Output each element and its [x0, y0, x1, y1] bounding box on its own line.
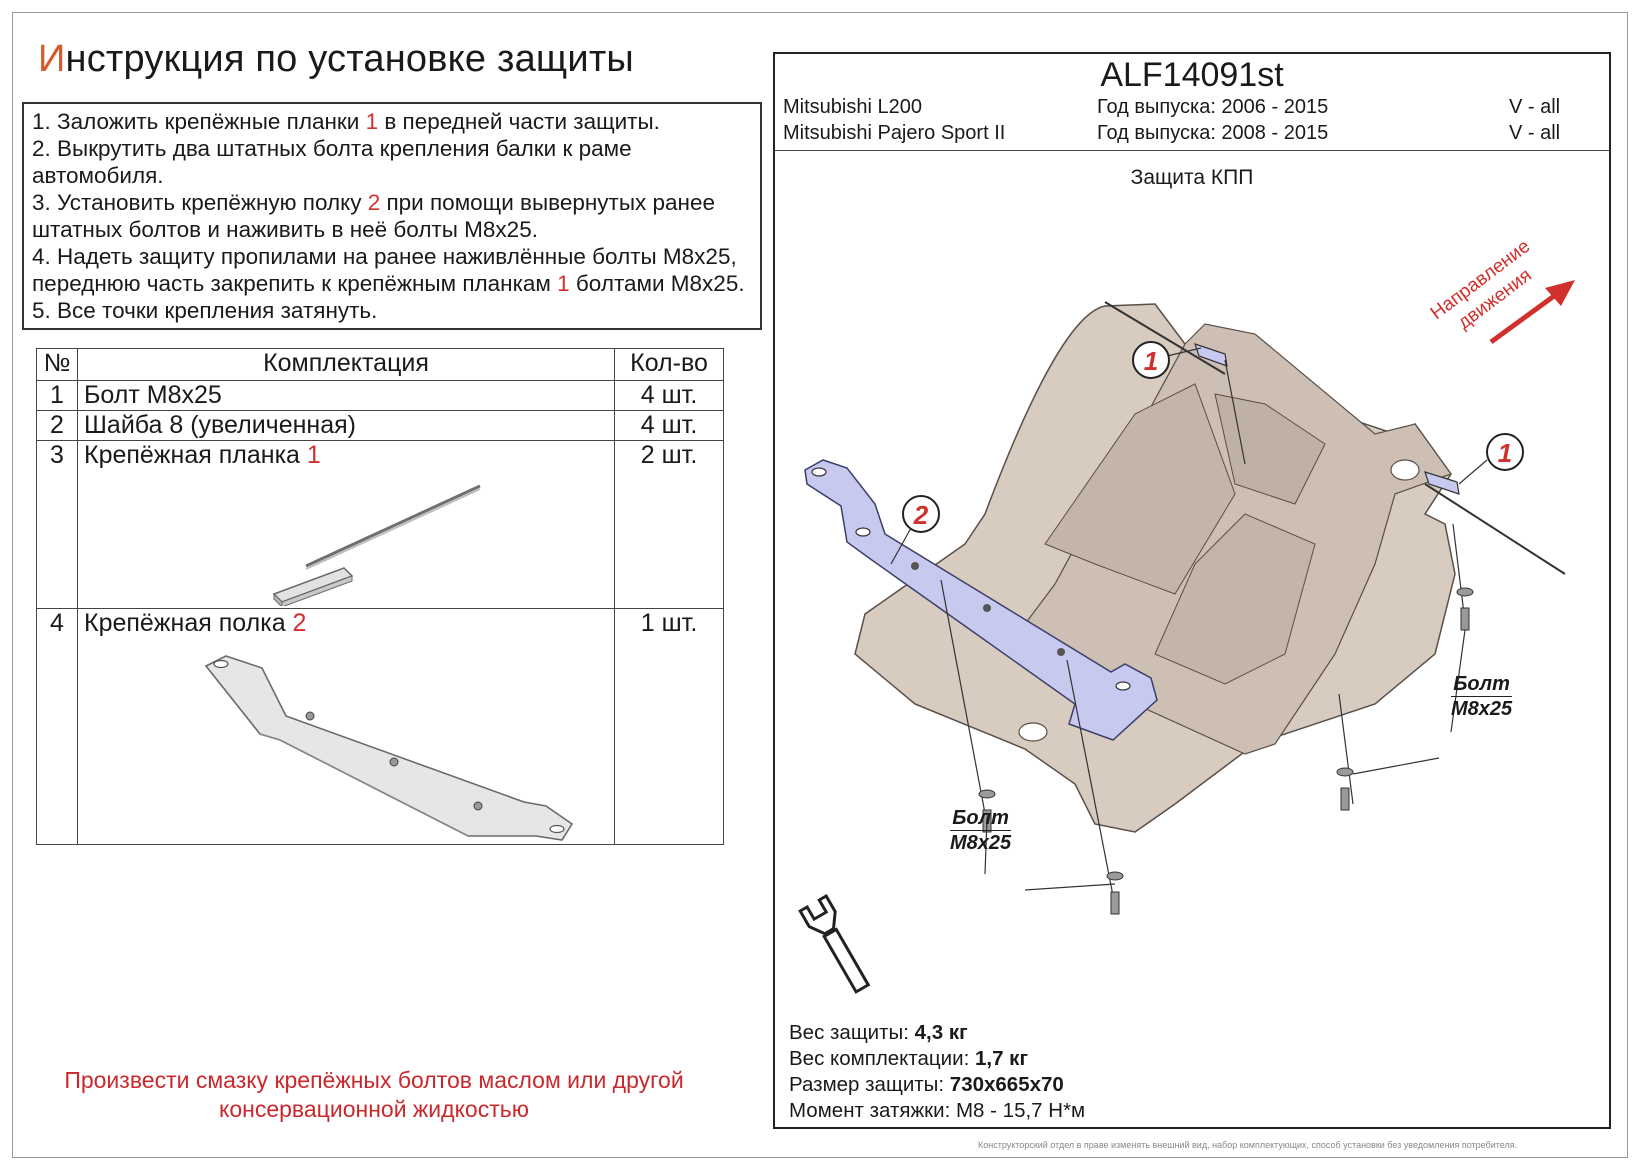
instruction-line: штатных болтов и наживить в неё болты М8… — [32, 216, 752, 243]
instructions-box: 1. Заложить крепёжные планки 1 в передне… — [22, 102, 762, 330]
instruction-text: 4. Надеть защиту пропилами на ранее нажи… — [32, 244, 737, 269]
kit-row: 1 Болт М8х25 4 шт. — [36, 380, 724, 411]
kit-qty: 4 шт. — [614, 410, 724, 441]
bolt-lines — [940, 523, 1466, 907]
instruction-text: переднюю часть закрепить к крепёжным пла… — [32, 271, 558, 296]
svg-text:1: 1 — [1144, 346, 1158, 376]
instruction-line: 5. Все точки крепления затянуть. — [32, 297, 752, 324]
mounting-strip-image — [272, 484, 481, 606]
instruction-text: в передней части защиты. — [378, 109, 660, 134]
vehicle-engine: V - all — [1509, 96, 1561, 118]
title-first-letter: И — [38, 38, 66, 80]
col-qty: Кол-во — [614, 348, 724, 381]
instruction-line: 2. Выкрутить два штатных болта крепления… — [32, 135, 752, 162]
kit-num: 4 — [36, 608, 78, 845]
kit-ref: 2 — [292, 609, 307, 637]
instruction-text: штатных болтов и наживить в неё болты М8… — [32, 217, 538, 242]
callout-1: 1 — [1132, 341, 1170, 379]
callout-1: 1 — [1486, 433, 1524, 471]
instruction-text: 2. Выкрутить два штатных болта крепления… — [32, 136, 632, 161]
kit-num: 3 — [36, 440, 78, 609]
vehicle-model: Mitsubishi L200 — [783, 96, 922, 118]
direction-label: Направление движения — [1427, 236, 1536, 334]
instruction-text: 1. Заложить крепёжные планки — [32, 109, 366, 134]
svg-text:1: 1 — [1498, 438, 1512, 468]
kit-name: Болт М8х25 — [77, 380, 615, 411]
wrench-icon — [798, 893, 871, 994]
spec-size: Размер защиты: 730х665х70 — [789, 1073, 1064, 1096]
kit-table: № Комплектация Кол-во 1 Болт М8х25 4 шт.… — [36, 348, 724, 845]
product-code: ALF14091st — [1100, 56, 1284, 94]
instruction-text: 3. Установить крепёжную полку — [32, 190, 368, 215]
kit-name: Шайба 8 (увеличенная) — [77, 410, 615, 441]
kit-name-cell: Крепёжная планка 1 — [77, 440, 615, 609]
kit-qty: 2 шт. — [614, 440, 724, 609]
instruction-line: 4. Надеть защиту пропилами на ранее нажи… — [32, 243, 752, 270]
warning-line: консервационной жидкостью — [219, 1096, 529, 1122]
product-box: ALF14091st Mitsubishi L200 Год выпуска: … — [773, 52, 1611, 1129]
vehicle-engine: V - all — [1509, 122, 1561, 144]
col-name: Комплектация — [77, 348, 615, 381]
instruction-text: болтами М8х25. — [569, 271, 745, 296]
part-name: Защита КПП — [1130, 166, 1254, 189]
vehicle-model: Mitsubishi Pajero Sport II — [783, 122, 1006, 144]
lubrication-warning: Произвести смазку крепёжных болтов масло… — [40, 1066, 708, 1124]
callout-leaders — [890, 347, 1488, 891]
col-num: № — [36, 348, 78, 381]
kit-name-cell: Крепёжная полка 2 — [77, 608, 615, 845]
title-rest: нструкция по установке защиты — [65, 38, 634, 80]
mounting-strip — [1424, 471, 1566, 575]
instruction-line: 3. Установить крепёжную полку 2 при помо… — [32, 189, 752, 216]
kit-table-header: № Комплектация Кол-во — [36, 348, 724, 381]
callout-2: 2 — [902, 495, 940, 533]
mounting-strip — [1104, 301, 1246, 465]
spec-torque: Момент затяжки: М8 - 15,7 Н*м — [789, 1099, 1086, 1122]
page-frame — [12, 12, 1628, 1158]
instruction-text: автомобиля. — [32, 163, 164, 188]
bolt-label-right: Болт М8х25 — [1451, 673, 1513, 720]
kit-num: 2 — [36, 410, 78, 441]
kit-name: Крепёжная планка — [84, 441, 307, 469]
kit-row: 3 Крепёжная планка 1 2 шт. — [36, 440, 724, 609]
kit-qty: 1 шт. — [614, 608, 724, 845]
mounting-bracket-image — [204, 655, 574, 841]
part-ref: 1 — [365, 109, 379, 134]
kit-ref: 1 — [306, 441, 321, 469]
specs-block: Вес защиты: 4,3 кг Вес комплектации: 1,7… — [789, 1020, 1085, 1124]
instruction-line: автомобиля. — [32, 162, 752, 189]
kit-row: 4 Крепёжная полка 2 1 шт. — [36, 608, 724, 845]
skid-plate-shape — [854, 303, 1456, 833]
vehicle-years: Год выпуска: 2006 - 2015 — [1097, 96, 1329, 118]
vehicle-years: Год выпуска: 2008 - 2015 — [1097, 122, 1329, 144]
instruction-text: 5. Все точки крепления затянуть. — [32, 298, 378, 323]
spec-kit-weight: Вес комплектации: 1,7 кг — [789, 1047, 1028, 1070]
part-ref: 2 — [367, 190, 381, 215]
bolt-label-left: Болт М8х25 — [950, 807, 1012, 854]
page-title: Инструкция по установке защиты — [38, 38, 634, 81]
disclaimer: Конструкторский отдел в праве изменять в… — [978, 1140, 1518, 1150]
instruction-line: переднюю часть закрепить к крепёжным пла… — [32, 270, 752, 297]
direction-arrow — [1489, 280, 1575, 345]
kit-row: 2 Шайба 8 (увеличенная) 4 шт. — [36, 410, 724, 441]
kit-name: Крепёжная полка — [84, 609, 293, 637]
header-divider — [775, 150, 1609, 151]
instruction-line: 1. Заложить крепёжные планки 1 в передне… — [32, 108, 752, 135]
svg-text:2: 2 — [913, 500, 929, 530]
kit-qty: 4 шт. — [614, 380, 724, 411]
kit-num: 1 — [36, 380, 78, 411]
part-ref: 1 — [557, 271, 570, 296]
spec-weight: Вес защиты: 4,3 кг — [789, 1021, 968, 1044]
instruction-text: при помощи вывернутых ранее — [380, 190, 715, 215]
installation-diagram: Направление движения — [798, 236, 1575, 994]
warning-line: Произвести смазку крепёжных болтов масло… — [64, 1067, 684, 1093]
